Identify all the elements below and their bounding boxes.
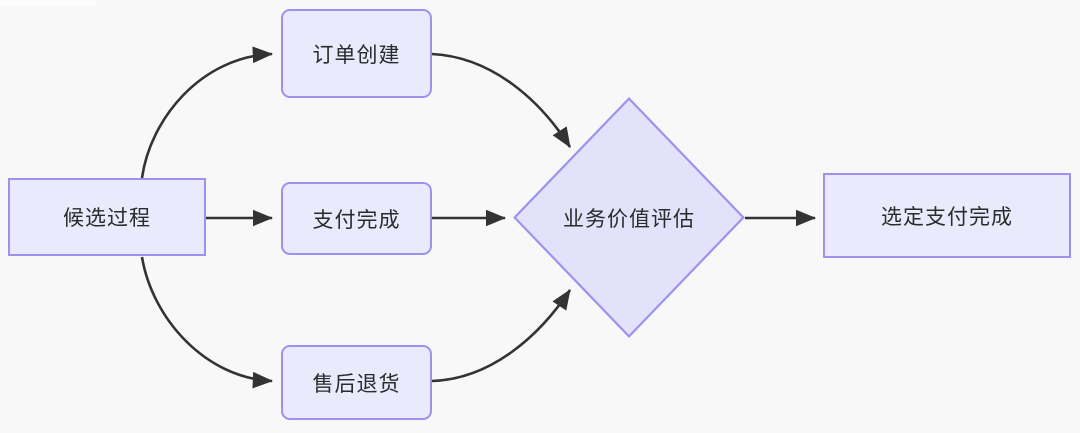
edge-candidate-to-order xyxy=(140,46,274,179)
node-candidate-process-label: 候选过程 xyxy=(63,207,151,230)
canvas-top-highlight-strip xyxy=(0,0,96,6)
node-after-sales-return[interactable]: 售后退货 xyxy=(281,345,432,420)
node-selected-payment-complete-label: 选定支付完成 xyxy=(881,205,1013,229)
node-payment-complete[interactable]: 支付完成 xyxy=(281,182,432,255)
node-business-value-assessment[interactable]: 业务价值评估 xyxy=(513,97,745,338)
node-after-sales-return-label: 售后退货 xyxy=(312,372,401,396)
edge-order-to-assessment xyxy=(431,52,572,148)
node-payment-complete-label: 支付完成 xyxy=(312,208,401,232)
node-order-creation-label: 订单创建 xyxy=(312,43,401,67)
edge-return-to-assessment xyxy=(431,289,572,383)
node-order-creation[interactable]: 订单创建 xyxy=(281,9,432,98)
node-candidate-process[interactable]: 候选过程 xyxy=(8,178,206,256)
edge-candidate-to-return xyxy=(140,256,274,389)
node-selected-payment-complete[interactable]: 选定支付完成 xyxy=(823,173,1071,258)
diamond-shape xyxy=(513,97,745,338)
